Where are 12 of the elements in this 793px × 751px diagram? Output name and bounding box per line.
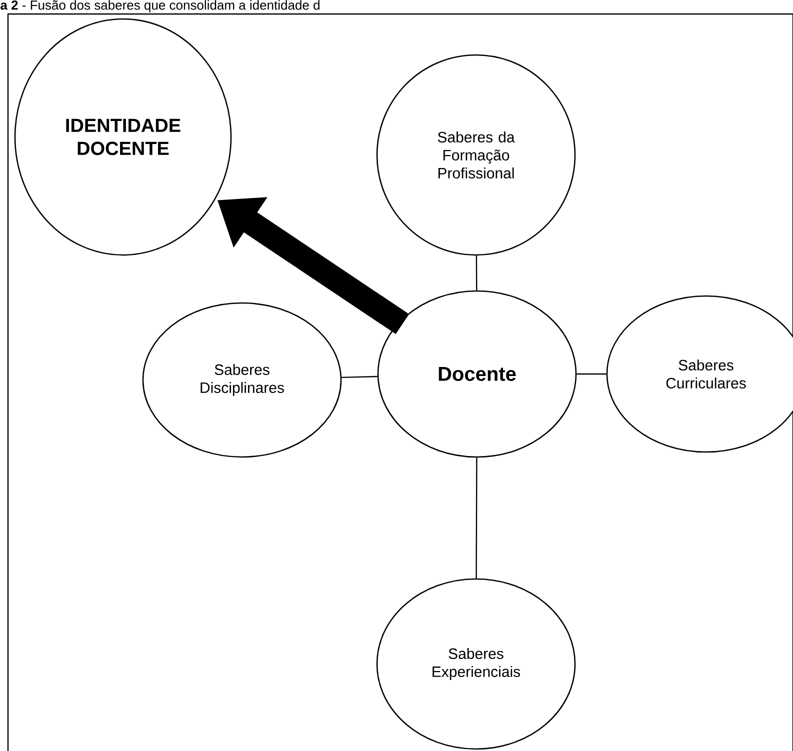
circle-node: Docente	[377, 290, 577, 458]
circle-node: Saberes da Formação Profissional	[376, 54, 576, 256]
connector-line	[342, 376, 378, 378]
circle-node: Saberes Disciplinares	[142, 302, 342, 458]
circle-node: IDENTIDADE DOCENTE	[14, 18, 232, 256]
connector-line	[476, 256, 478, 290]
connector-line	[476, 458, 478, 578]
circle-node: Saberes Experienciais	[376, 578, 576, 750]
circle-node: Saberes Curriculares	[606, 295, 793, 453]
title: a 2 - Fusão dos saberes que consolidam a identidade d	[0, 0, 320, 12]
node-label: Saberes Curriculares	[666, 359, 746, 388]
connector-line	[576, 373, 606, 375]
